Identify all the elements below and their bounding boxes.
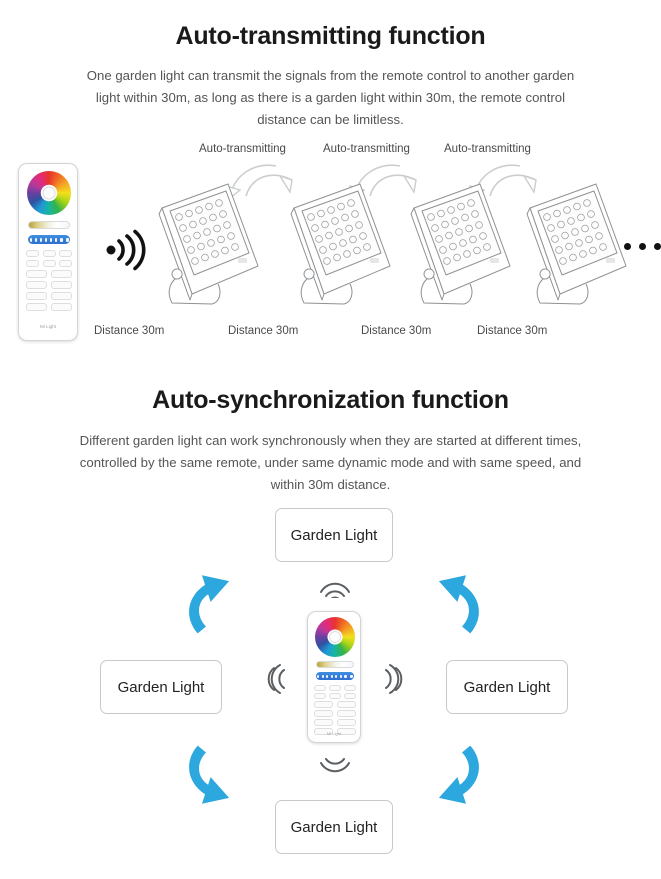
led-floodlight-icon-1	[158, 183, 259, 305]
dot	[654, 243, 661, 250]
key-zone-4[interactable]	[51, 281, 72, 289]
remote-key-row[interactable]	[314, 719, 356, 726]
signal-wave-icon-remote	[106, 229, 146, 271]
key-s-plus[interactable]	[42, 250, 56, 257]
key-zone-8[interactable]	[51, 303, 72, 311]
key-zone-5[interactable]	[314, 719, 333, 726]
key-m-plus[interactable]	[59, 260, 72, 267]
mode-selector-bar[interactable]	[316, 672, 354, 680]
remote-key-row[interactable]	[314, 701, 356, 708]
garden-light-label: Garden Light	[290, 526, 378, 544]
key-zone-6[interactable]	[337, 719, 356, 726]
key-zone-1[interactable]	[314, 701, 333, 708]
key-zone-2[interactable]	[51, 270, 72, 278]
remote-key-row[interactable]	[314, 710, 356, 717]
led-floodlight-icon-2	[290, 183, 391, 305]
signal-wave-icon-left	[267, 664, 285, 694]
garden-light-node-top[interactable]: Garden Light	[275, 508, 393, 562]
auto-transmitting-label-3: Auto-transmitting	[444, 143, 531, 155]
signal-wave-icon-right	[385, 664, 403, 694]
distance-label-2: Distance 30m	[228, 325, 299, 337]
remote-keypad[interactable]	[26, 250, 72, 311]
auto-transmitting-label-2: Auto-transmitting	[323, 143, 410, 155]
remote-control-center[interactable]: Mi·Light	[307, 611, 361, 743]
key-m-minus[interactable]	[42, 260, 56, 267]
color-wheel[interactable]	[27, 171, 71, 215]
auto-transmitting-label-1: Auto-transmitting	[199, 143, 286, 155]
section-title-auto-transmitting: Auto-transmitting function	[175, 22, 486, 50]
remote-control-left[interactable]: Mi·Light	[18, 163, 78, 341]
blue-sync-arrow-top-right	[438, 575, 479, 634]
color-temperature-slider[interactable]	[28, 221, 70, 229]
distance-label-4: Distance 30m	[477, 325, 548, 337]
key-zone-3[interactable]	[314, 710, 333, 717]
remote-key-row[interactable]	[26, 260, 72, 267]
remote-brand-label: Mi·Light	[326, 731, 342, 736]
garden-light-label: Garden Light	[117, 678, 205, 696]
color-wheel-center-button[interactable]	[329, 631, 341, 643]
signal-wave-icon-up	[320, 582, 350, 598]
section-title-auto-synchronization: Auto-synchronization function	[152, 386, 509, 414]
blue-sync-arrow-bottom-left	[189, 745, 230, 804]
key-s-plus[interactable]	[329, 685, 341, 691]
key-s-minus[interactable]	[314, 693, 326, 699]
remote-key-row[interactable]	[314, 685, 356, 691]
key-zone-8[interactable]	[337, 728, 356, 735]
signal-wave-icon-down	[320, 758, 350, 773]
dot	[639, 243, 646, 250]
key-zone-1[interactable]	[26, 270, 47, 278]
remote-brand-label: Mi·Light	[39, 324, 56, 329]
garden-light-label: Garden Light	[290, 818, 378, 836]
dot	[624, 243, 631, 250]
remote-key-row[interactable]	[314, 693, 356, 699]
key-zone-2[interactable]	[337, 701, 356, 708]
key-s-minus[interactable]	[26, 260, 39, 267]
key-m-minus[interactable]	[329, 693, 341, 699]
key-m-plus[interactable]	[344, 693, 356, 699]
remote-key-row[interactable]	[26, 281, 72, 289]
remote-keypad[interactable]	[314, 685, 356, 735]
section-description-auto-transmitting: One garden light can transmit the signal…	[86, 68, 575, 127]
remote-key-row[interactable]	[26, 303, 72, 311]
remote-key-row[interactable]	[314, 728, 356, 735]
key-on[interactable]	[314, 685, 326, 691]
color-temperature-slider[interactable]	[316, 661, 354, 668]
led-floodlight-icon-3	[410, 183, 511, 305]
key-off[interactable]	[344, 685, 356, 691]
remote-key-row[interactable]	[26, 250, 72, 257]
color-wheel-center-button[interactable]	[42, 186, 56, 200]
color-wheel[interactable]	[315, 617, 355, 657]
garden-light-node-bottom[interactable]: Garden Light	[275, 800, 393, 854]
remote-key-row[interactable]	[26, 270, 72, 278]
blue-sync-arrow-bottom-right	[438, 745, 479, 804]
section-description-auto-synchronization: Different garden light can work synchron…	[79, 433, 582, 492]
key-zone-7[interactable]	[26, 303, 47, 311]
key-zone-6[interactable]	[51, 292, 72, 300]
garden-light-node-right[interactable]: Garden Light	[446, 660, 568, 714]
blue-sync-arrow-top-left	[189, 575, 230, 634]
continuation-dots	[624, 243, 661, 250]
led-floodlight-icon-4	[526, 183, 627, 305]
remote-key-row[interactable]	[26, 292, 72, 300]
key-zone-7[interactable]	[314, 728, 333, 735]
garden-light-label: Garden Light	[463, 678, 551, 696]
distance-label-1: Distance 30m	[94, 325, 165, 337]
key-zone-3[interactable]	[26, 281, 47, 289]
key-off[interactable]	[59, 250, 72, 257]
key-on[interactable]	[26, 250, 39, 257]
key-zone-4[interactable]	[337, 710, 356, 717]
distance-label-3: Distance 30m	[361, 325, 432, 337]
key-zone-5[interactable]	[26, 292, 47, 300]
garden-light-node-left[interactable]: Garden Light	[100, 660, 222, 714]
mode-selector-bar[interactable]	[28, 235, 70, 244]
